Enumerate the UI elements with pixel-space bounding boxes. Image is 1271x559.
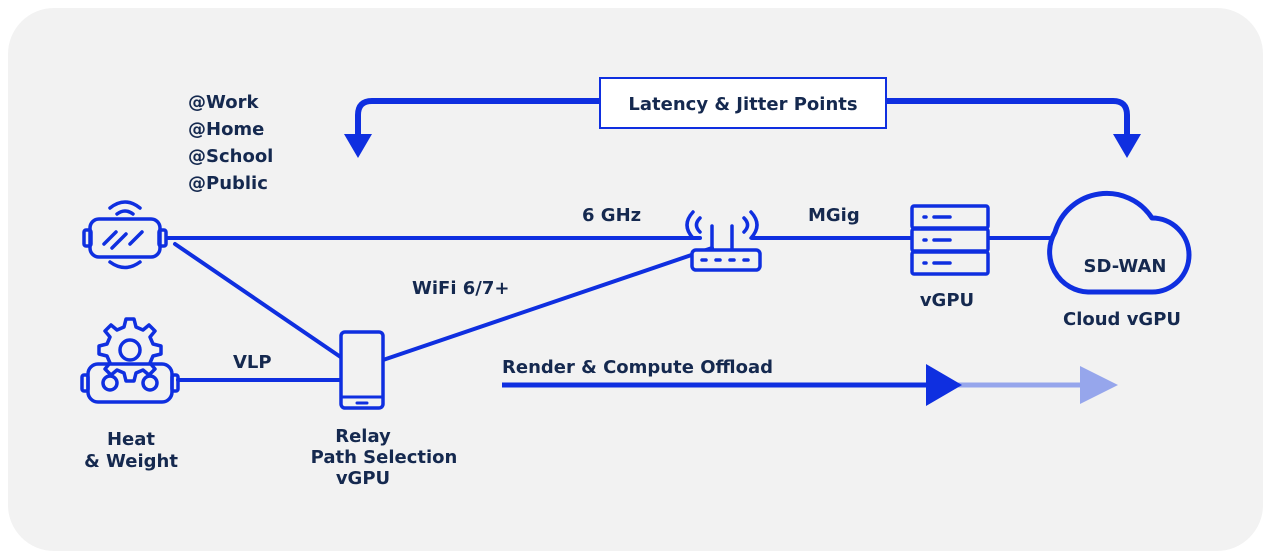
link-label-vlp: VLP	[233, 352, 272, 373]
latency-banner-box	[599, 77, 887, 129]
location-item: @Public	[188, 173, 268, 194]
relay-label-line-2: Path Selection	[311, 447, 458, 468]
link-headset-relay	[173, 242, 347, 362]
link-relay-router	[381, 246, 714, 362]
link-label-wifi: WiFi 6/7+	[412, 278, 509, 299]
cloud-icon	[1047, 190, 1192, 295]
location-item: @Home	[188, 119, 264, 140]
latency-bracket: Latency & Jitter Points	[344, 77, 1141, 158]
location-item: @School	[188, 146, 273, 167]
offload-arrow	[502, 364, 1118, 406]
accessory-label-line-1: Heat	[107, 429, 155, 450]
cloud-inner-label: SD-WAN	[1084, 256, 1167, 277]
vr-headset-icon	[82, 200, 168, 270]
location-item: @Work	[188, 92, 259, 113]
relay-label-line-3: vGPU	[336, 468, 390, 489]
location-list: @Work @Home @School @Public	[188, 92, 273, 194]
server-rack-icon	[910, 204, 990, 276]
latency-banner-text: Latency & Jitter Points	[628, 94, 857, 115]
cloud-label: Cloud vGPU	[1063, 309, 1181, 330]
link-label-mgig: MGig	[808, 205, 860, 226]
server-label: vGPU	[920, 290, 974, 311]
accessory-label-line-2: & Weight	[84, 451, 178, 472]
relay-label-line-1: Relay	[335, 426, 391, 447]
wifi-router-icon	[685, 210, 762, 272]
gear-controller-icon	[80, 317, 180, 404]
offload-label: Render & Compute Offload	[502, 357, 773, 378]
phone-icon	[339, 330, 385, 410]
link-label-6ghz: 6 GHz	[582, 205, 641, 226]
